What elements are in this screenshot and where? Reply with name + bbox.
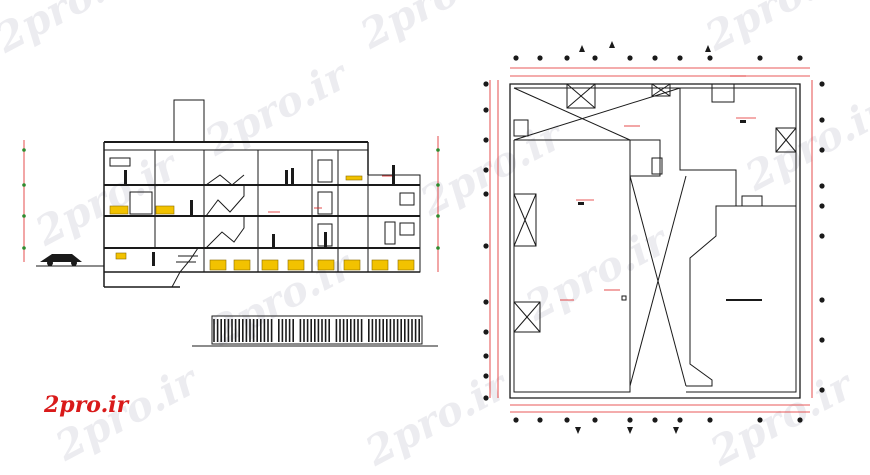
grid-bubble: [677, 55, 683, 61]
grid-bubble: [819, 297, 825, 303]
grid-bubble: [537, 55, 543, 61]
grid-bubble: [757, 55, 763, 61]
section-arrow-icon: [627, 427, 633, 434]
grid-bubble: [513, 417, 519, 423]
site-logo[interactable]: 2pro.ir: [44, 392, 129, 418]
grid-bubble: [564, 55, 570, 61]
grid-bubble: [483, 243, 489, 249]
car-icon: [40, 254, 82, 262]
grid-bubble: [627, 417, 633, 423]
grid-bubble: [819, 387, 825, 393]
grid-bubble: [483, 353, 489, 359]
grid-bubble: [819, 147, 825, 153]
grid-bubble: [483, 373, 489, 379]
shaft-boxes: [513, 83, 797, 333]
grid-bubble: [819, 117, 825, 123]
grid-bubble: [677, 417, 683, 423]
floor-plan: [483, 41, 825, 434]
grid-bubble: [537, 417, 543, 423]
north-arrow-icon: [579, 45, 585, 52]
grid-bubble: [819, 81, 825, 87]
north-arrow-icon: [705, 45, 711, 52]
roof-tower: [173, 99, 205, 143]
grid-bubble: [797, 417, 803, 423]
grid-bubble: [483, 329, 489, 335]
grid-bubble: [483, 137, 489, 143]
section-arrow-icon: [673, 427, 679, 434]
building-section: [22, 99, 440, 288]
north-arrow-icon: [609, 41, 615, 48]
grid-bubble: [757, 417, 763, 423]
grid-bubble: [564, 417, 570, 423]
grid-bubble: [483, 299, 489, 305]
grid-bubble: [707, 417, 713, 423]
grid-bubble: [797, 55, 803, 61]
level-markers-right: [436, 136, 440, 272]
grid-bubble: [483, 191, 489, 197]
cad-drawing: [22, 41, 825, 434]
person-figures: [124, 165, 395, 266]
grid-bubble: [627, 55, 633, 61]
grid-bubble: [707, 55, 713, 61]
grid-bubble: [483, 395, 489, 401]
grid-bubble: [592, 417, 598, 423]
grid-bubble: [819, 337, 825, 343]
grid-bubble: [819, 203, 825, 209]
grid-bubble: [819, 233, 825, 239]
grid-bubble: [483, 107, 489, 113]
grid-bubble: [592, 55, 598, 61]
dimension-lines: [489, 67, 813, 413]
furniture-row: [109, 175, 415, 271]
grid-bubble: [483, 167, 489, 173]
grid-bubble: [652, 55, 658, 61]
grid-bubble: [819, 183, 825, 189]
grid-bubble: [513, 55, 519, 61]
elevation-strip: [192, 315, 438, 347]
grid-bubble: [483, 81, 489, 87]
level-markers-left: [22, 140, 26, 262]
grid-bubble: [652, 417, 658, 423]
section-arrow-icon: [575, 427, 581, 434]
